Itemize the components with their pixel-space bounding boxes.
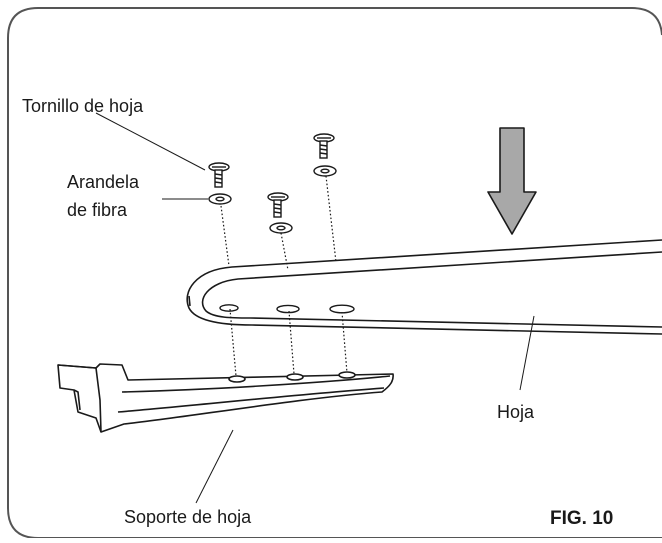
leader-lines [95, 112, 535, 504]
fiber-washer-icon [269, 222, 293, 234]
screw-washer-set-2 [267, 192, 293, 234]
blade-bracket [57, 363, 394, 433]
screw-washer-set-3 [313, 133, 337, 177]
assembly-guide-lines [220, 175, 348, 377]
blade [186, 239, 662, 335]
figure-label: FIG. 10 [550, 508, 613, 529]
leader-blade-bracket [195, 429, 234, 504]
down-arrow-icon [487, 127, 537, 235]
fiber-washer-icon [208, 193, 232, 205]
leader-blade-screw [95, 112, 206, 171]
label-blade-bracket: Soporte de hoja [124, 507, 252, 527]
blade-screw-icon [208, 162, 230, 188]
screw-washer-set-1 [208, 162, 232, 205]
label-blade-screw: Tornillo de hoja [22, 96, 144, 116]
leader-blade [519, 315, 535, 391]
label-blade: Hoja [497, 402, 535, 422]
fiber-washer-icon [313, 165, 337, 177]
label-fiber-washer-line1: Arandela [67, 172, 140, 192]
blade-screw-icon [267, 192, 289, 218]
blade-screw-icon [313, 133, 335, 159]
frame-border [7, 7, 662, 539]
label-fiber-washer-line2: de fibra [67, 200, 128, 220]
